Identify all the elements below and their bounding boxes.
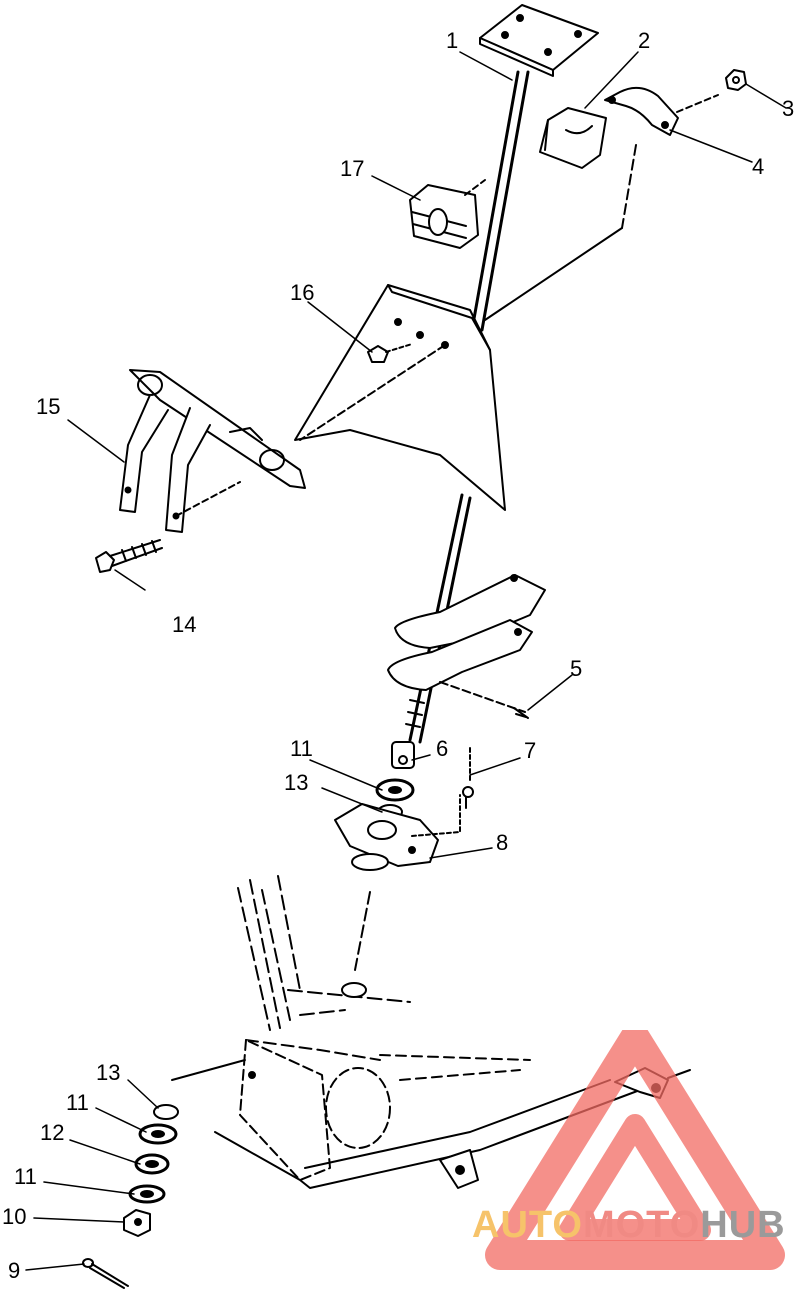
callout-9: 9 [8,1258,21,1283]
chassis-frame [237,875,411,1031]
bearing-block-part [334,794,461,971]
logo-triangle-shape [485,1030,785,1270]
screw-part [367,343,413,363]
bolt-part [462,747,474,809]
callout-2: 2 [638,28,651,53]
column-bracket [387,574,546,713]
callout-7: 7 [524,738,537,763]
frame-hole [341,982,367,998]
wordmark-auto: AUTO [472,1204,583,1246]
coupler-part [391,741,415,769]
clamp-part [484,86,719,321]
nut-part [725,69,747,91]
frame-body [171,1039,691,1189]
callout-5: 5 [570,656,583,681]
callout-16: 16 [290,280,315,305]
callout-13-lower: 13 [96,1060,121,1085]
column-support-plate [294,284,506,511]
callout-11-lower: 11 [14,1164,37,1189]
callout-15: 15 [36,394,61,419]
callout-1: 1 [446,28,459,53]
lower-hardware [82,1104,179,1289]
cotter-pin-part [513,707,529,719]
callout-8: 8 [496,830,509,855]
automotohub-logo-icon [485,1030,785,1270]
leader-lines [25,51,787,1271]
callout-4: 4 [752,154,765,179]
logo-inner-shape [559,1114,711,1241]
callout-11-mid: 11 [66,1090,89,1115]
callout-17: 17 [340,156,365,181]
callout-6: 6 [436,736,449,761]
bushing-block-part [539,107,607,169]
callout-14: 14 [172,612,197,637]
callout-13-upper: 13 [284,770,309,795]
callout-3: 3 [782,96,795,121]
grommet-part [409,179,486,249]
callout-10: 10 [2,1204,27,1229]
automotohub-wordmark: AUTOMOTOHUB [472,1204,786,1247]
wordmark-hub: HUB [700,1204,786,1246]
callout-11-upper: 11 [290,736,313,761]
wordmark-moto: MOTO [582,1204,701,1246]
callout-12: 12 [40,1120,65,1145]
steering-brace-part [119,369,306,533]
mounting-bolt-part [95,539,163,573]
steering-post-part [470,4,599,332]
